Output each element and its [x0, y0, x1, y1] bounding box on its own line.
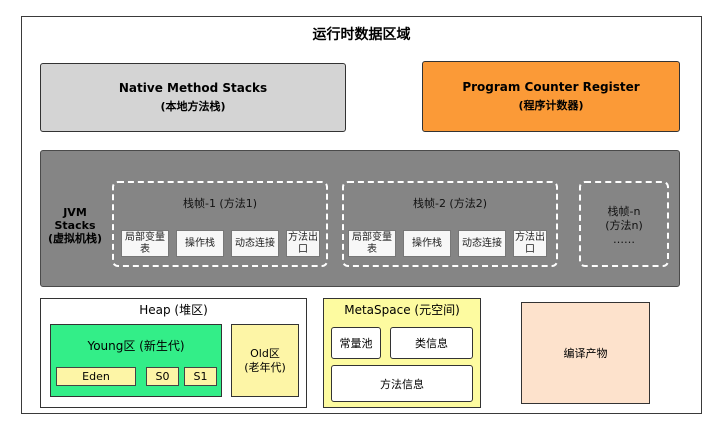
- frame2-operand-stack: 操作栈: [403, 230, 451, 257]
- frame1-operand-stack: 操作栈: [176, 230, 224, 257]
- stack-frame-n: [579, 181, 669, 267]
- pcr-subtitle: (程序计数器): [518, 99, 584, 112]
- compiled-output-block: 编译产物: [521, 302, 650, 404]
- diagram-title: 运行时数据区域: [312, 27, 411, 43]
- stack-frame-2-title: 栈帧-2 (方法2): [412, 197, 488, 210]
- stack-frame-n-ellipsis: ……: [613, 233, 635, 246]
- frame2-local-variable-table: 局部变量表: [348, 230, 396, 257]
- frame1-method-exit: 方法出口: [286, 230, 320, 257]
- native-method-stacks-block: Native Method Stacks (本地方法栈): [40, 63, 346, 132]
- jvm-stacks-label: JVM Stacks (虚拟机栈): [42, 206, 108, 245]
- program-counter-register-block: Program Counter Register (程序计数器): [422, 61, 680, 132]
- frame1-local-variable-table: 局部变量表: [121, 230, 169, 257]
- eden-space: Eden: [56, 367, 136, 386]
- stack-frame-n-line2: (方法n): [605, 219, 643, 232]
- stack-frame-2: [342, 181, 558, 267]
- stack-frame-n-label: 栈帧-n (方法n) ……: [579, 205, 669, 247]
- pcr-title: Program Counter Register: [462, 80, 640, 94]
- jvm-label-line1: JVM Stacks: [54, 206, 96, 232]
- old-generation-line1: Old区: [250, 346, 280, 360]
- stack-frame-n-line1: 栈帧-n: [607, 205, 641, 218]
- native-subtitle: (本地方法栈): [160, 100, 226, 113]
- frame2-method-exit: 方法出口: [513, 230, 547, 257]
- native-title: Native Method Stacks: [118, 81, 268, 95]
- young-generation-title: Young区 (新生代): [87, 339, 185, 353]
- jvm-stacks-block: [40, 150, 680, 287]
- frame1-dynamic-linking: 动态连接: [231, 230, 279, 257]
- stack-frame-1-title: 栈帧-1 (方法1): [182, 197, 258, 210]
- heap-title: Heap (堆区): [139, 303, 208, 317]
- frame2-dynamic-linking: 动态连接: [458, 230, 506, 257]
- method-info: 方法信息: [331, 365, 473, 402]
- young-generation-block: [50, 324, 222, 397]
- metaspace-title: MetaSpace (元空间): [344, 303, 460, 317]
- jvm-label-line2: (虚拟机栈): [47, 232, 103, 245]
- constant-pool: 常量池: [331, 327, 381, 359]
- old-generation-block: Old区 (老年代): [231, 324, 299, 397]
- class-info: 类信息: [390, 327, 473, 359]
- survivor-s1: S1: [184, 367, 217, 386]
- stack-frame-1: [112, 181, 328, 267]
- old-generation-line2: (老年代): [244, 360, 286, 374]
- survivor-s0: S0: [146, 367, 179, 386]
